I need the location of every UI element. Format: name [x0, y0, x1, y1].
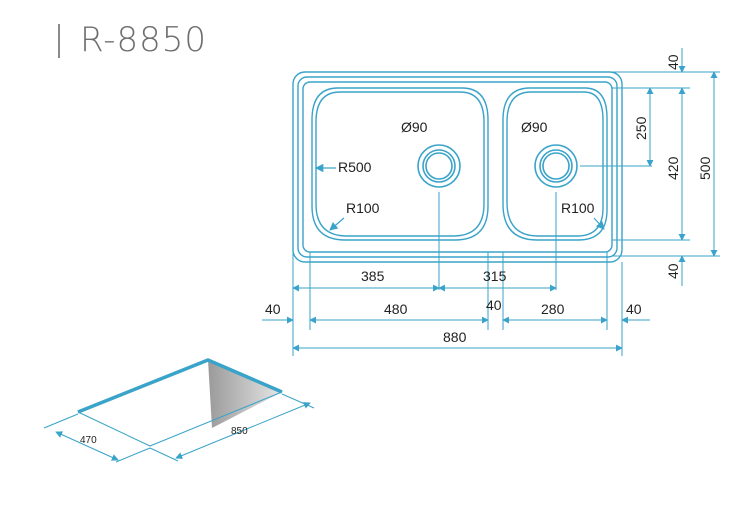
label-dim-40-mid: 40	[486, 297, 502, 313]
isometric-sink	[77, 358, 283, 447]
drain-centerlines	[438, 165, 652, 290]
label-radius-left: R100	[346, 200, 380, 216]
label-dim-315: 315	[483, 268, 507, 284]
drain-right	[534, 144, 578, 188]
label-dim-40-right: 40	[626, 301, 642, 317]
label-dim-40-top: 40	[665, 54, 681, 70]
iso-rim-highlight	[77, 358, 283, 414]
label-dim-480: 480	[384, 301, 408, 317]
label-iso-470: 470	[80, 435, 97, 446]
iso-dimension-lines	[43, 393, 315, 463]
radius-arrows	[314, 163, 605, 231]
bowl-right	[502, 87, 608, 241]
label-dim-40-bottom: 40	[665, 263, 681, 279]
sink-rim-outer	[292, 71, 623, 263]
sink-rim-middle	[297, 76, 618, 258]
label-radius-right: R100	[561, 200, 595, 216]
label-dim-385: 385	[361, 268, 385, 284]
bowl-left	[311, 87, 489, 241]
dimension-lines-vertical	[646, 48, 718, 286]
sink-outline	[292, 71, 623, 263]
title-divider	[58, 24, 60, 58]
dimension-lines-horizontal	[262, 284, 650, 352]
page-title: R-8850	[80, 20, 208, 60]
label-dim-250: 250	[633, 116, 649, 140]
label-dim-420: 420	[665, 156, 681, 180]
label-hole-left: Ø90	[401, 119, 428, 135]
label-dim-880: 880	[443, 329, 467, 345]
sink-rim-inner	[302, 81, 613, 253]
label-dim-280: 280	[541, 301, 565, 317]
label-dim-500: 500	[697, 156, 713, 180]
label-dim-40-left: 40	[265, 301, 281, 317]
label-hole-right: Ø90	[521, 119, 548, 135]
label-iso-850: 850	[231, 426, 248, 437]
label-radius-large: R500	[338, 159, 372, 175]
drain-left	[417, 144, 461, 188]
